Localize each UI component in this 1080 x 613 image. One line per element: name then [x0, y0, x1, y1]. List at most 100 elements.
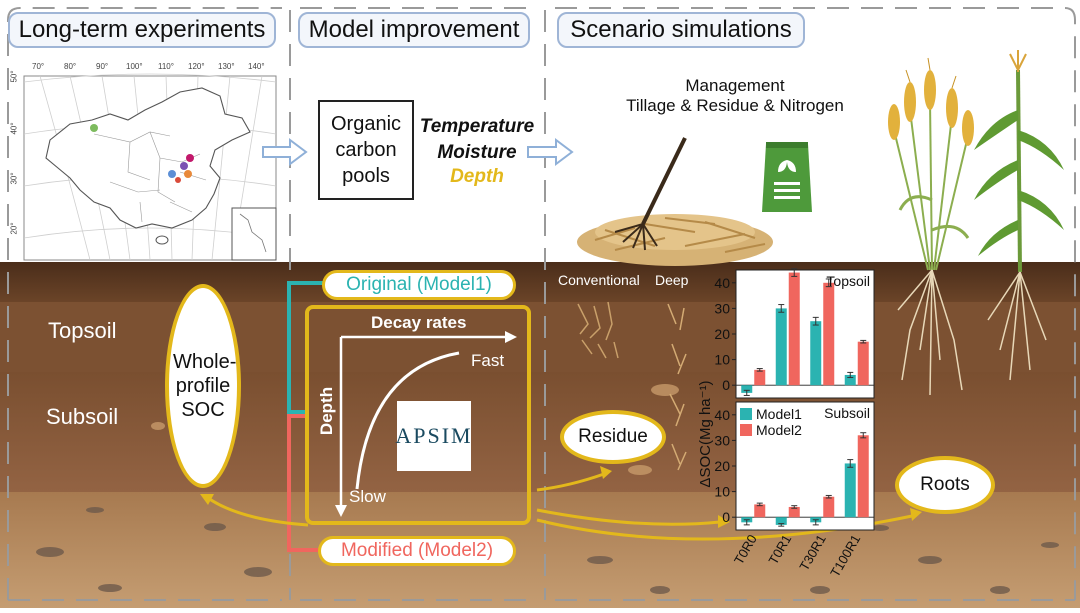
y-tick-label: 20 [714, 458, 730, 474]
x-tick-label: T0R1 [765, 532, 794, 567]
header-long-term-experiments: Long-term experiments [8, 12, 276, 48]
bar-model1 [844, 463, 856, 518]
x-tick-label: T0R0 [731, 532, 760, 567]
roots-label: Roots [920, 474, 970, 495]
legend-label: Model2 [756, 422, 802, 438]
header-scenario-label: Scenario simulations [570, 16, 792, 43]
arrow-to-model [262, 138, 308, 166]
arrow-to-chart [536, 508, 721, 526]
bar-model2 [754, 504, 766, 518]
bar-model2 [823, 282, 835, 386]
panel-title: Topsoil [826, 273, 870, 289]
rake-tines [614, 223, 658, 251]
site-marker [186, 154, 194, 162]
bar-model1 [775, 517, 787, 525]
china-map-svg [23, 73, 277, 261]
arrow-to-soc [207, 496, 309, 527]
bar-model2 [857, 341, 869, 386]
factor-depth: Depth [450, 166, 504, 187]
site-marker [168, 170, 176, 178]
header-model-improvement: Model improvement [298, 12, 530, 48]
depth-axis-label: Depth [317, 386, 337, 436]
bar-model1 [844, 374, 856, 386]
wheat-plant [888, 57, 974, 396]
x-tick-label: T100R1 [827, 532, 863, 580]
y-tick-label: 40 [714, 407, 730, 423]
lon-tick: 100° [126, 62, 143, 71]
lon-tick: 90° [96, 62, 109, 71]
pools-label: Organic carbon pools [330, 113, 402, 187]
straw-pile-illustration [577, 137, 773, 266]
arrow-to-residue [536, 472, 605, 492]
lon-tick: 80° [64, 62, 77, 71]
stones [36, 507, 1059, 594]
wheat-roots [897, 269, 963, 396]
site-marker [175, 177, 181, 183]
tillage-deep-label: Deep [655, 272, 689, 288]
site-marker [184, 170, 192, 178]
topsoil-label: Topsoil [48, 318, 117, 343]
fertilizer-bag-icon [762, 142, 812, 212]
header-model-improvement-label: Model improvement [308, 16, 520, 43]
model2-connector [287, 414, 318, 552]
tillage-illustrations [577, 301, 687, 471]
arrow-to-scenario [527, 138, 574, 166]
management-block: Management Tillage & Residue & Nitrogen [590, 76, 880, 116]
crop-plants [888, 50, 1064, 396]
header-long-term-label: Long-term experiments [18, 16, 266, 43]
y-tick-label: 20 [714, 326, 730, 342]
x-tick-label: T30R1 [796, 532, 829, 573]
bar-model2 [788, 272, 800, 386]
bar-model2 [754, 369, 766, 386]
model1-connector [287, 281, 325, 414]
lon-tick: 120° [188, 62, 205, 71]
management-title: Management [685, 76, 785, 95]
roots-node: Roots [895, 456, 995, 514]
china-map: 70° 80° 90° 100° 110° 120° 130° 140° 50°… [10, 62, 282, 262]
whole-profile-soc-ellipse: Whole-profile SOC [165, 284, 241, 488]
decay-curve-plot [335, 331, 517, 517]
subsoil-label: Subsoil [46, 404, 119, 429]
bar-model1 [810, 321, 822, 386]
bar-model2 [857, 435, 869, 518]
soil-surface-layer [0, 262, 1080, 302]
decay-rates-box: Decay rates Fast Slow Depth APSIM [305, 305, 531, 525]
legend-swatch [740, 408, 752, 420]
y-tick-label: 0 [722, 509, 730, 525]
y-tick-label: 0 [722, 377, 730, 393]
original-model1-label: Original (Model1) [346, 274, 492, 295]
rake-handle [641, 137, 687, 225]
y-tick-label: 30 [714, 300, 730, 316]
y-axis-label: ΔSOC(Mg ha⁻¹) [697, 380, 714, 487]
lon-tick: 110° [158, 62, 174, 71]
light-stones [151, 384, 679, 475]
tillage-conventional-label: Conventional [558, 272, 640, 288]
management-items: Tillage & Residue & Nitrogen [626, 96, 844, 115]
y-tick-label: 30 [714, 432, 730, 448]
lon-tick: 130° [218, 62, 235, 71]
legend-label: Model1 [756, 406, 802, 422]
site-marker [180, 162, 188, 170]
china-outline [45, 87, 251, 229]
y-tick-label: 10 [714, 352, 730, 368]
slow-label: Slow [349, 487, 386, 506]
fast-label: Fast [471, 351, 505, 370]
apsim-logo: APSIM [395, 401, 473, 471]
bar-model2 [788, 506, 800, 518]
residue-label: Residue [578, 426, 648, 447]
apsim-logo-text: APSIM [395, 423, 473, 448]
organic-carbon-pools-box: Organic carbon pools [318, 100, 414, 200]
maize-roots [987, 271, 1047, 381]
modified-model2-pill: Modified (Model2) [318, 536, 516, 566]
y-tick-label: 10 [714, 484, 730, 500]
lon-tick: 140° [248, 62, 265, 71]
panel-title: Subsoil [824, 405, 870, 421]
header-scenario-simulations: Scenario simulations [557, 12, 805, 48]
bar-model2 [823, 496, 835, 518]
factor-moisture: Moisture [437, 142, 517, 163]
lon-tick: 70° [32, 62, 45, 71]
